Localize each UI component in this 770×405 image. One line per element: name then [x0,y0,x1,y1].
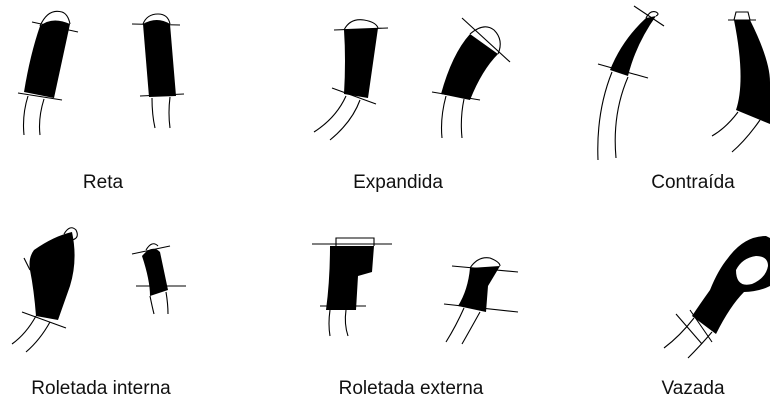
label-roletada-interna: Roletada interna [31,378,171,399]
label-vazada: Vazada [661,378,725,399]
label-contraida: Contraída [651,172,735,193]
label-roletada-externa: Roletada externa [338,378,484,399]
label-reta: Reta [82,172,124,193]
label-expandida: Expandida [353,172,443,193]
